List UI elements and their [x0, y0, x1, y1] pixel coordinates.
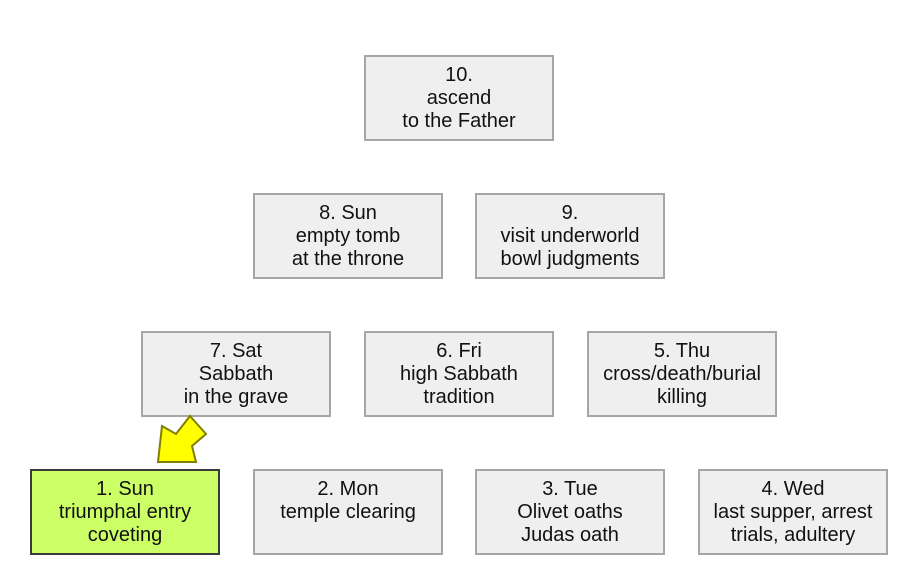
box-day-10: 10. ascend to the Father: [364, 55, 554, 141]
box-line: cross/death/burial: [603, 362, 761, 385]
yellow-diagonal-arrow-icon: [156, 414, 208, 463]
box-line: 6. Fri: [436, 339, 482, 362]
box-day-9: 9. visit underworld bowl judgments: [475, 193, 665, 279]
box-line: visit underworld: [500, 224, 640, 247]
box-line: Olivet oaths: [517, 500, 623, 523]
arrow-shape: [156, 414, 208, 463]
box-day-7: 7. Sat Sabbath in the grave: [141, 331, 331, 417]
box-line: high Sabbath: [400, 362, 518, 385]
box-line: to the Father: [402, 109, 516, 132]
box-line: ascend: [426, 86, 492, 109]
box-line: temple clearing: [280, 501, 416, 523]
box-day-2: 2. Mon temple clearing: [253, 469, 443, 555]
box-line: triumphal entry: [58, 500, 192, 523]
box-line: Sabbath: [198, 362, 274, 385]
box-day-5: 5. Thu cross/death/burial killing: [587, 331, 777, 417]
box-line: 9.: [561, 201, 579, 224]
box-day-6: 6. Fri high Sabbath tradition: [364, 331, 554, 417]
box-line: last supper, arrest: [713, 500, 873, 523]
box-line: tradition: [423, 385, 495, 408]
box-line: empty tomb: [295, 224, 401, 247]
box-line: 1. Sun: [96, 477, 154, 500]
box-line: killing: [656, 385, 708, 408]
box-line: bowl judgments: [500, 247, 640, 270]
box-line: 8. Sun: [319, 201, 377, 224]
box-line: at the throne: [291, 247, 405, 270]
box-day-8: 8. Sun empty tomb at the throne: [253, 193, 443, 279]
box-line: 4. Wed: [761, 477, 825, 500]
box-line: 5. Thu: [653, 339, 711, 362]
box-line: 10.: [445, 63, 473, 86]
box-line: 2. Mon: [317, 478, 379, 500]
box-line: 7. Sat: [209, 339, 263, 362]
box-line: coveting: [87, 523, 163, 546]
box-day-3: 3. Tue Olivet oaths Judas oath: [475, 469, 665, 555]
box-line: trials, adultery: [730, 523, 856, 546]
box-day-4: 4. Wed last supper, arrest trials, adult…: [698, 469, 888, 555]
box-day-1: 1. Sun triumphal entry coveting: [30, 469, 220, 555]
box-line: in the grave: [183, 385, 289, 408]
box-line: 3. Tue: [542, 477, 598, 500]
box-line: Judas oath: [521, 523, 619, 546]
